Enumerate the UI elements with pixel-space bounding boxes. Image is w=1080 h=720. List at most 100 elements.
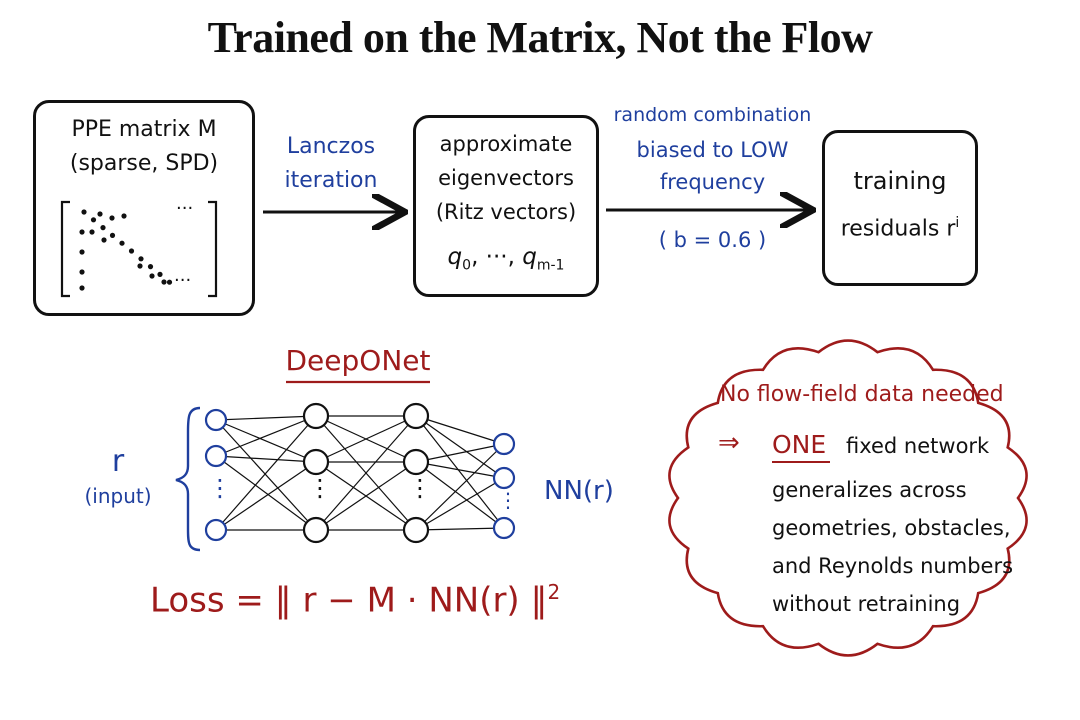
hidden1-node xyxy=(302,448,330,476)
matrix-entry-dot xyxy=(109,215,115,221)
cloud-line-generalizes: generalizes across xyxy=(772,478,967,502)
deeponet-title: DeepONet xyxy=(285,344,431,377)
ritz-line1: approximate xyxy=(439,132,573,156)
matrix-box: PPE matrix M (sparse, SPD) xyxy=(33,100,255,316)
input-node xyxy=(204,408,228,432)
hidden1-layer-dots: ⋮ xyxy=(308,474,332,502)
matrix-entry-dot xyxy=(79,285,85,291)
matrix-entry-dot xyxy=(137,263,143,269)
matrix-entry-dot xyxy=(79,229,85,235)
matrix-entry-dot xyxy=(79,269,85,275)
loss-text: Loss = ‖ r − M · NN(r) ‖ xyxy=(150,580,548,621)
input-node xyxy=(204,444,228,468)
output-layer-dots: ⋮ xyxy=(498,488,518,512)
input-layer-dots: ⋮ xyxy=(208,474,232,502)
ritz-line2: eigenvectors xyxy=(438,166,574,190)
network-edge xyxy=(215,415,317,421)
network-edge xyxy=(215,455,317,531)
hidden1-node xyxy=(302,402,330,430)
matrix-entry-dot xyxy=(109,232,116,238)
matrix-entry-dot xyxy=(149,273,155,279)
network-edge xyxy=(415,415,505,529)
matrix-entry-dot xyxy=(101,237,107,243)
matrix-entry-dot xyxy=(138,256,144,262)
matrix-entry-dot xyxy=(79,249,85,255)
qm-subscript: m-1 xyxy=(536,257,565,274)
cloud-outline xyxy=(668,339,1028,657)
cloud-heading: No flow-field data needed xyxy=(720,382,1004,407)
residuals-line2: residuals ri xyxy=(825,215,975,241)
ritz-box: approximate eigenvectors (Ritz vectors) … xyxy=(413,115,599,297)
implies-arrow: ⇒ xyxy=(718,428,740,458)
output-node xyxy=(492,432,516,456)
combination-line3: frequency xyxy=(659,170,766,194)
lanczos-label: Lanczos xyxy=(286,134,376,159)
matrix-entry-dot xyxy=(157,271,163,277)
combination-line1: random combination xyxy=(613,104,812,126)
matrix-label: PPE matrix M xyxy=(71,117,217,142)
residuals-box: training residuals ri xyxy=(822,130,978,286)
matrix-ellipsis-top: ··· xyxy=(176,198,194,219)
q0-symbol: q xyxy=(447,244,463,270)
matrix-entry-dot xyxy=(128,248,135,254)
iteration-label: iteration xyxy=(284,168,378,193)
hidden2-node xyxy=(402,516,430,544)
residuals-superscript: i xyxy=(955,215,960,231)
diagram-title: Trained on the Matrix, Not the Flow xyxy=(207,13,873,62)
input-sublabel: (input) xyxy=(84,484,152,508)
hidden1-node xyxy=(302,516,330,544)
network-edges xyxy=(215,415,505,531)
residuals-line1: training xyxy=(853,167,947,195)
network-nodes xyxy=(204,402,516,544)
matrix-entry-dot xyxy=(121,213,127,219)
hidden2-node xyxy=(402,448,430,476)
network-edge xyxy=(215,419,317,463)
residuals-text: residuals r xyxy=(840,216,956,242)
network-edge xyxy=(215,415,317,531)
matrix-left-bracket xyxy=(60,200,70,298)
combination-line2: biased to LOW xyxy=(636,138,789,162)
matrix-entry-dot xyxy=(100,225,106,231)
network-edge xyxy=(415,461,505,529)
cloud-line-reynolds: and Reynolds numbers xyxy=(772,554,1014,578)
output-label: NN(r) xyxy=(544,476,614,506)
matrix-entry-dot xyxy=(97,211,103,217)
cloud-line-fixed-network: fixed network xyxy=(846,434,990,458)
network-edge xyxy=(415,415,505,445)
hidden2-layer-dots: ⋮ xyxy=(408,474,432,502)
matrix-right-bracket xyxy=(208,200,218,298)
input-node xyxy=(204,518,228,542)
cloud-line-geometries: geometries, obstacles, xyxy=(772,516,1011,540)
network-edge xyxy=(415,527,505,531)
matrix-sparsity-dots xyxy=(79,209,173,291)
network-edge xyxy=(315,415,417,531)
network-edge xyxy=(415,461,505,479)
matrix-entry-dot xyxy=(166,279,173,285)
network-edge xyxy=(215,415,317,457)
network-edge xyxy=(215,419,317,531)
matrix-entry-dot xyxy=(89,229,95,235)
matrix-props: (sparse, SPD) xyxy=(69,151,219,176)
network-edge xyxy=(415,443,505,463)
ellipsis-separator: , ···, xyxy=(471,244,523,270)
loss-exponent: 2 xyxy=(547,580,561,604)
matrix-entry-dot xyxy=(119,240,125,246)
output-node xyxy=(492,516,516,540)
ritz-vectors-formula: q0, ···, qm-1 xyxy=(416,244,596,274)
network-edge xyxy=(415,477,505,531)
cloud-line-retraining: without retraining xyxy=(772,592,961,616)
matrix-entry-dot xyxy=(147,264,154,270)
q0-subscript: 0 xyxy=(462,257,472,274)
one-emphasis: ONE xyxy=(772,430,827,459)
network-edge xyxy=(415,443,505,531)
matrix-entry-dot xyxy=(81,209,87,215)
network-edge xyxy=(315,415,417,463)
ritz-line3: (Ritz vectors) xyxy=(435,200,577,224)
qm-symbol: q xyxy=(522,244,537,270)
bias-parameter: ( b = 0.6 ) xyxy=(658,228,767,252)
network-edge xyxy=(415,415,505,479)
loss-formula: Loss = ‖ r − M · NN(r) ‖2 xyxy=(150,580,560,620)
network-edge xyxy=(315,461,417,531)
network-edge xyxy=(215,461,317,531)
